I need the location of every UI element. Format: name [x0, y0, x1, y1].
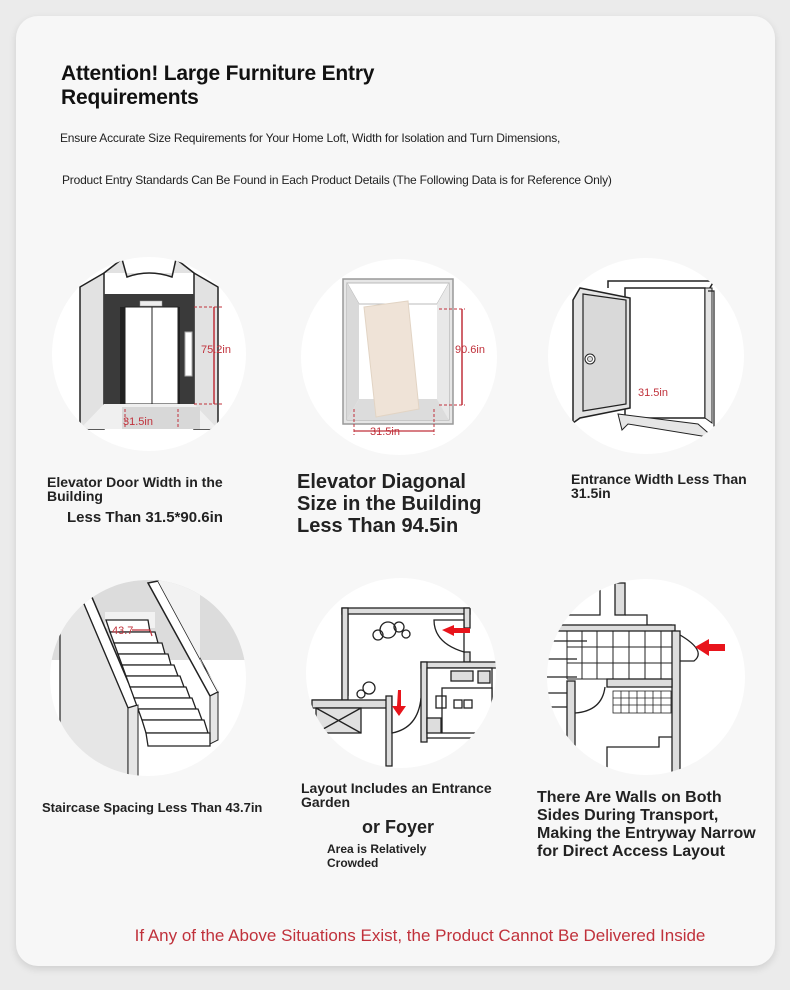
dimension-label-height: 75.2in	[201, 344, 231, 356]
dimension-label-height: 90.6in	[455, 344, 485, 356]
dimension-label-width: 31.5in	[370, 426, 400, 438]
narrow-corridor-illustration	[547, 579, 745, 775]
staircase-illustration: 43.7	[50, 580, 246, 776]
caption-narrow-entry: There Are Walls on Both Sides During Tra…	[537, 789, 756, 860]
entrance-garden-illustration	[306, 578, 496, 768]
entrance-door-illustration: 31.5in	[548, 258, 744, 454]
caption-elevator-diagonal: Elevator Diagonal Size in the Building L…	[297, 471, 482, 537]
info-card	[16, 16, 775, 966]
caption-entrance-garden-crowded: Area is Relatively Crowded	[327, 842, 427, 870]
subtitle-line-1: Ensure Accurate Size Requirements for Yo…	[60, 131, 561, 145]
page-title: Attention! Large Furniture Entry Require…	[61, 62, 375, 109]
caption-entrance-garden-foyer: or Foyer	[362, 817, 435, 837]
caption-entrance-garden: Layout Includes an Entrance Garden	[301, 780, 492, 810]
dimension-label-width: 43.7	[112, 625, 133, 637]
caption-staircase: Staircase Spacing Less Than 43.7in	[42, 800, 263, 815]
dimension-label-width: 31.5in	[123, 416, 153, 428]
open-door-icon: 31.5in	[572, 280, 729, 444]
caption-entrance-width: Entrance Width Less Than 31.5in	[571, 471, 747, 501]
elevator-door-illustration: 75.2in 31.5in	[52, 257, 246, 451]
caption-elevator-door-limit: Less Than 31.5*90.6in	[67, 509, 223, 526]
narrow-corridor-floorplan-icon	[547, 581, 725, 775]
staircase-icon: 43.7	[50, 580, 246, 776]
entrance-garden-floorplan-icon	[311, 607, 496, 767]
elevator-interior-icon: 90.6in 31.5in	[342, 278, 485, 438]
elevator-interior-illustration: 90.6in 31.5in	[301, 259, 497, 455]
delivery-warning: If Any of the Above Situations Exist, th…	[134, 926, 706, 945]
subtitle-line-2: Product Entry Standards Can Be Found in …	[62, 173, 612, 187]
dimension-label-width: 31.5in	[638, 387, 668, 399]
caption-elevator-door: Elevator Door Width in the Building	[47, 474, 223, 504]
elevator-door-icon: 75.2in 31.5in	[79, 257, 231, 430]
